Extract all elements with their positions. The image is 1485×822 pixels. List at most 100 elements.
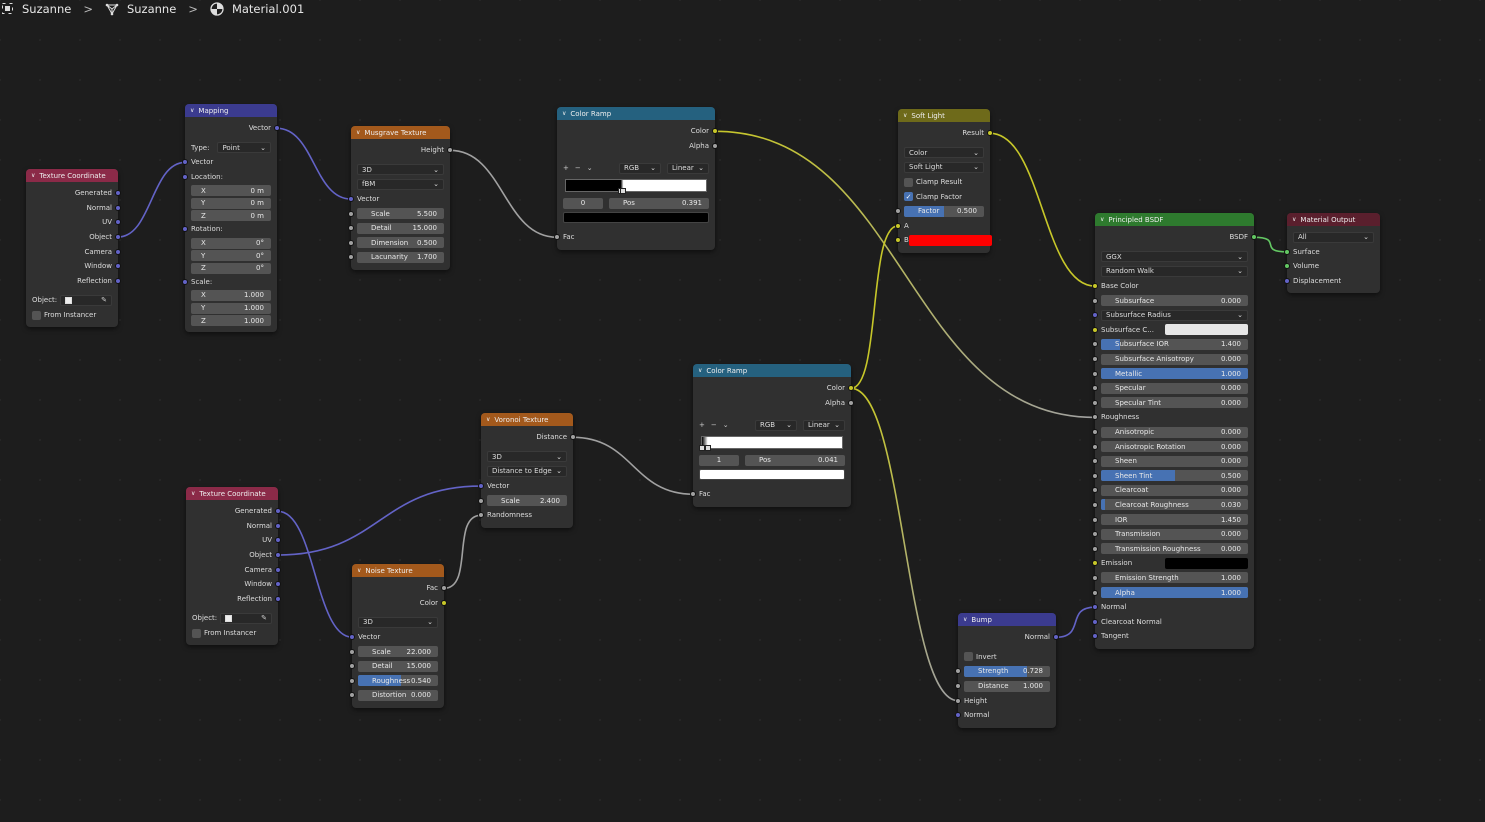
- socket-normal[interactable]: [275, 522, 281, 529]
- node-header[interactable]: ∨Color Ramp: [557, 107, 715, 120]
- socket-uv[interactable]: [115, 219, 121, 226]
- eyedropper-icon[interactable]: ✎: [101, 296, 107, 305]
- socket-randomness[interactable]: [478, 512, 484, 519]
- dropdown-3d[interactable]: 3D⌄: [487, 451, 567, 463]
- collapse-chevron-icon[interactable]: ∨: [963, 616, 968, 623]
- socket-vector[interactable]: [182, 159, 188, 166]
- socket-camera[interactable]: [275, 566, 281, 573]
- socket-b[interactable]: [895, 237, 901, 244]
- socket-subsurface-anisotropy[interactable]: [1092, 356, 1098, 363]
- object-picker[interactable]: ✎: [220, 612, 272, 624]
- socket-alpha[interactable]: [1092, 589, 1098, 596]
- node-header[interactable]: ∨Texture Coordinate: [186, 487, 278, 500]
- dropdown-3d[interactable]: 3D⌄: [358, 616, 438, 628]
- socket-fac[interactable]: [554, 234, 560, 241]
- collapse-chevron-icon[interactable]: ∨: [31, 172, 36, 179]
- node-header[interactable]: ∨Musgrave Texture: [351, 126, 450, 139]
- socket-distance[interactable]: [955, 683, 961, 690]
- node-header[interactable]: ∨Texture Coordinate: [26, 169, 118, 182]
- socket-scale[interactable]: [349, 648, 355, 655]
- node-header[interactable]: ∨Principled BSDF: [1095, 213, 1254, 226]
- socket-roughness[interactable]: [1092, 414, 1098, 421]
- socket-scale[interactable]: [182, 278, 188, 285]
- interpolation-dropdown[interactable]: Linear⌄: [667, 162, 709, 174]
- collapse-chevron-icon[interactable]: ∨: [698, 367, 703, 374]
- object-picker[interactable]: ✎: [60, 294, 112, 306]
- socket-volume[interactable]: [1284, 263, 1290, 270]
- color-ramp-bar[interactable]: [565, 179, 707, 195]
- socket-object[interactable]: [115, 234, 121, 241]
- socket-camera[interactable]: [115, 248, 121, 255]
- socket-result[interactable]: [987, 130, 993, 137]
- socket-alpha[interactable]: [848, 399, 854, 406]
- active-stop-color[interactable]: [699, 469, 845, 481]
- active-stop-color[interactable]: [563, 212, 709, 224]
- node-header[interactable]: ∨Color Ramp: [693, 364, 851, 377]
- node-header[interactable]: ∨Material Output: [1287, 213, 1380, 226]
- socket-ior[interactable]: [1092, 516, 1098, 523]
- socket-transmission[interactable]: [1092, 531, 1098, 538]
- socket-height[interactable]: [955, 697, 961, 704]
- socket-emission[interactable]: [1092, 560, 1098, 567]
- checkbox-invert[interactable]: [964, 652, 973, 662]
- socket-reflection[interactable]: [275, 595, 281, 602]
- collapse-chevron-icon[interactable]: ∨: [1100, 216, 1105, 223]
- socket-sheen[interactable]: [1092, 458, 1098, 465]
- collapse-chevron-icon[interactable]: ∨: [486, 416, 491, 423]
- checkbox-from-instancer[interactable]: [192, 628, 201, 638]
- socket-emission-strength[interactable]: [1092, 574, 1098, 581]
- checkbox-clamp-result[interactable]: [904, 177, 913, 187]
- color-stop-handle[interactable]: [620, 188, 627, 195]
- socket-subsurface-radius[interactable]: [1092, 312, 1098, 319]
- socket-normal[interactable]: [955, 712, 961, 719]
- collapse-chevron-icon[interactable]: ∨: [903, 112, 908, 119]
- color-swatch[interactable]: [1165, 324, 1248, 336]
- dropdown-3d[interactable]: 3D⌄: [357, 164, 444, 176]
- socket-fac[interactable]: [690, 491, 696, 498]
- socket-base-color[interactable]: [1092, 283, 1098, 290]
- color-mode-dropdown[interactable]: RGB⌄: [619, 162, 661, 174]
- node-header[interactable]: ∨Voronoi Texture: [481, 413, 573, 426]
- socket-vector[interactable]: [274, 125, 280, 132]
- dropdown-distance-to-edge[interactable]: Distance to Edge⌄: [487, 465, 567, 477]
- dropdown-subsurface-radius[interactable]: Subsurface Radius⌄: [1101, 309, 1248, 321]
- socket-fac[interactable]: [441, 585, 447, 592]
- dropdown-fbm[interactable]: fBM⌄: [357, 178, 444, 190]
- dropdown-random-walk[interactable]: Random Walk⌄: [1101, 265, 1248, 277]
- socket-subsurface[interactable]: [1092, 297, 1098, 304]
- socket-normal[interactable]: [1053, 634, 1059, 641]
- socket-subsurface-ior[interactable]: [1092, 341, 1098, 348]
- dropdown-color[interactable]: Color⌄: [904, 147, 984, 159]
- socket-height[interactable]: [447, 147, 453, 154]
- color-mode-dropdown[interactable]: RGB⌄: [755, 419, 797, 431]
- socket-specular[interactable]: [1092, 385, 1098, 392]
- socket-color[interactable]: [712, 128, 718, 135]
- socket-alpha[interactable]: [712, 142, 718, 149]
- dropdown-all[interactable]: All⌄: [1293, 231, 1374, 243]
- socket-clearcoat[interactable]: [1092, 487, 1098, 494]
- socket-subsurface-c[interactable]: [1092, 326, 1098, 333]
